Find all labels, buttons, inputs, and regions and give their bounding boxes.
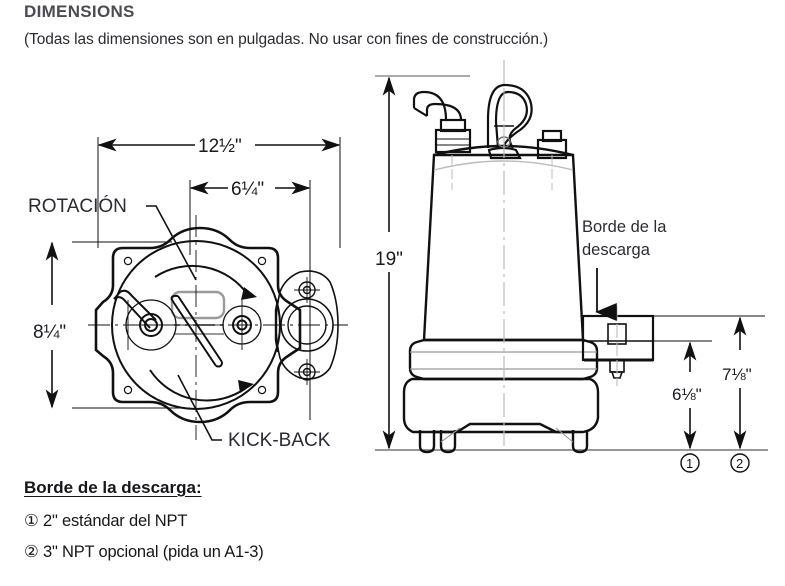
- bolt-hole: [257, 256, 267, 266]
- cable-entry: [412, 90, 472, 190]
- pump-legs: [418, 422, 589, 454]
- elevation-view-drawing: 19": [375, 60, 768, 473]
- legend-title: Borde de la descarga:: [24, 478, 202, 497]
- dimension-width-overall: 12½": [97, 136, 341, 157]
- marker-label-1: 1: [686, 456, 693, 471]
- callout-rotacion: ROTACIÓN: [28, 195, 197, 281]
- dimension-label-19: 19": [375, 249, 403, 270]
- dimension-label-6-25: 6¼": [231, 179, 264, 200]
- dimension-label-8-25: 8¼": [33, 322, 66, 343]
- dimension-label-7-125: 7⅛": [722, 365, 752, 384]
- left-port: [113, 289, 178, 351]
- callout-label-rotacion: ROTACIÓN: [28, 195, 127, 217]
- dimension-label-6-125: 6⅛": [672, 385, 702, 404]
- rotation-arrows: [149, 264, 257, 402]
- page-title: DIMENSIONS: [24, 2, 135, 21]
- dimension-width-center-to-flange: 6¼": [189, 179, 311, 200]
- marker-circle-1: [680, 453, 700, 473]
- callout-discharge-edge-line2: descarga: [582, 241, 651, 259]
- bolt-hole: [123, 256, 133, 266]
- dimension-discharge-optional: 7⅛": [722, 316, 752, 450]
- bolt-fitting: [536, 129, 568, 190]
- discharge-flange-elevation: [581, 306, 655, 386]
- dimension-total-height: 19": [375, 76, 403, 450]
- diagonal-bar: [170, 294, 223, 368]
- legend-item-1: ① 2" estándar del NPT: [24, 512, 188, 530]
- callout-label-kickback: KICK-BACK: [228, 430, 331, 451]
- marker-circle-2: [730, 453, 750, 473]
- callout-discharge-edge: Borde de la descarga: [582, 218, 667, 321]
- elevation-extension-lines: [653, 315, 765, 342]
- dimension-discharge-standard: 6⅛": [672, 341, 702, 450]
- callout-kickback: KICK-BACK: [177, 374, 331, 451]
- pump-body: [402, 60, 655, 454]
- top-view-centerlines: [88, 215, 348, 440]
- top-view-drawing: 12½" 6¼" 8¼": [28, 136, 348, 451]
- dimension-label-12-5: 12½": [198, 136, 242, 157]
- callout-discharge-edge-line1: Borde de la: [582, 218, 667, 236]
- bolt-hole: [123, 385, 133, 395]
- page-subtitle: (Todas las dimensiones son en pulgadas. …: [24, 31, 549, 48]
- markers: 1 2: [680, 453, 750, 473]
- dimension-height-overall: 8¼": [33, 241, 66, 409]
- bolt-hole: [257, 385, 267, 395]
- volute-body: [402, 377, 600, 434]
- discharge-flange-top-view: [274, 270, 339, 385]
- legend-item-2: ② 3" NPT opcional (pida un A1-3): [24, 543, 264, 561]
- marker-label-2: 2: [736, 456, 743, 471]
